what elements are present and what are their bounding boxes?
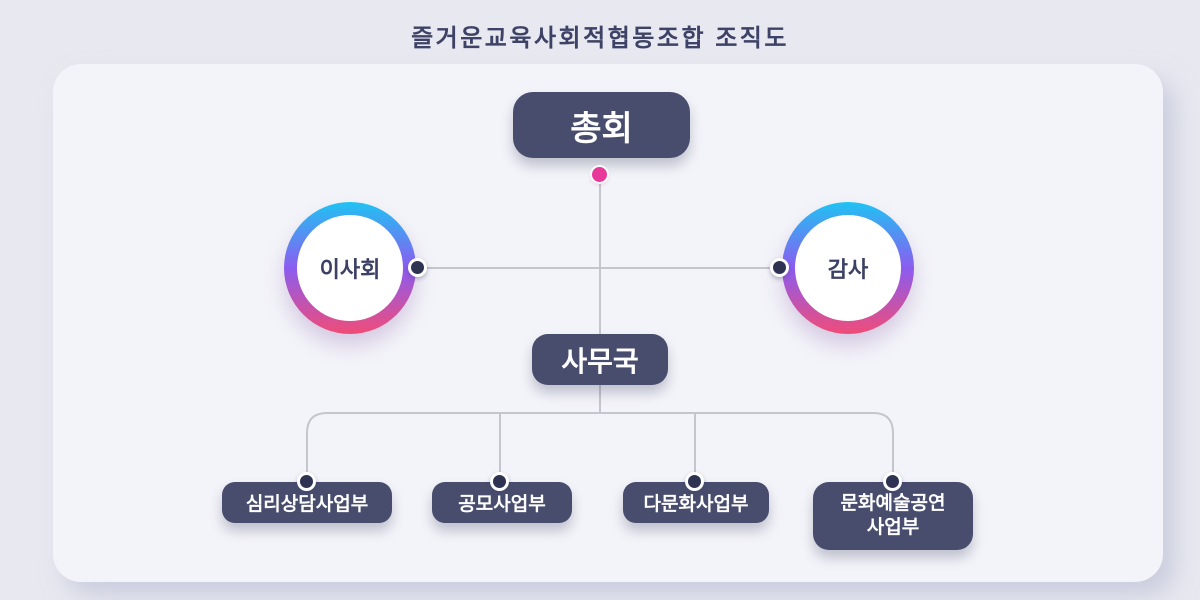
node-dept-culture-arts: 문화예술공연 사업부 (813, 482, 973, 550)
node-auditor-inner: 감사 (795, 215, 901, 321)
connector-dot-auditor (770, 258, 789, 277)
node-board-label: 이사회 (319, 257, 381, 282)
node-auditor-label: 감사 (827, 257, 869, 282)
connector-dot-dept-culture-arts (883, 472, 902, 491)
node-dept-public-contest-label: 공모사업부 (458, 494, 546, 515)
node-board-inner: 이사회 (297, 215, 403, 321)
node-dept-culture-arts-line1: 문화예술공연 (840, 493, 946, 515)
node-dept-culture-arts-line2: 사업부 (866, 517, 920, 538)
node-dept-counseling: 심리상담사업부 (222, 482, 392, 523)
page-title: 즐거운교육사회적협동조합 조직도 (411, 25, 789, 52)
connector-dot-dept-public-contest (490, 472, 509, 491)
node-dept-multicultural-label: 다문화사업부 (643, 494, 749, 515)
node-general-assembly-label: 총회 (570, 109, 633, 148)
node-dept-counseling-label: 심리상담사업부 (245, 494, 369, 515)
node-general-assembly: 총회 (513, 92, 690, 158)
connector-dot-board (408, 258, 427, 277)
connector-dot-dept-counseling (297, 472, 316, 491)
node-auditor: 감사 (782, 202, 914, 334)
connector-dot-pink (592, 167, 607, 182)
node-board-of-directors: 이사회 (284, 202, 416, 334)
node-secretariat-label: 사무국 (561, 345, 639, 377)
connector-dot-dept-multicultural (685, 472, 704, 491)
node-secretariat: 사무국 (532, 334, 668, 385)
